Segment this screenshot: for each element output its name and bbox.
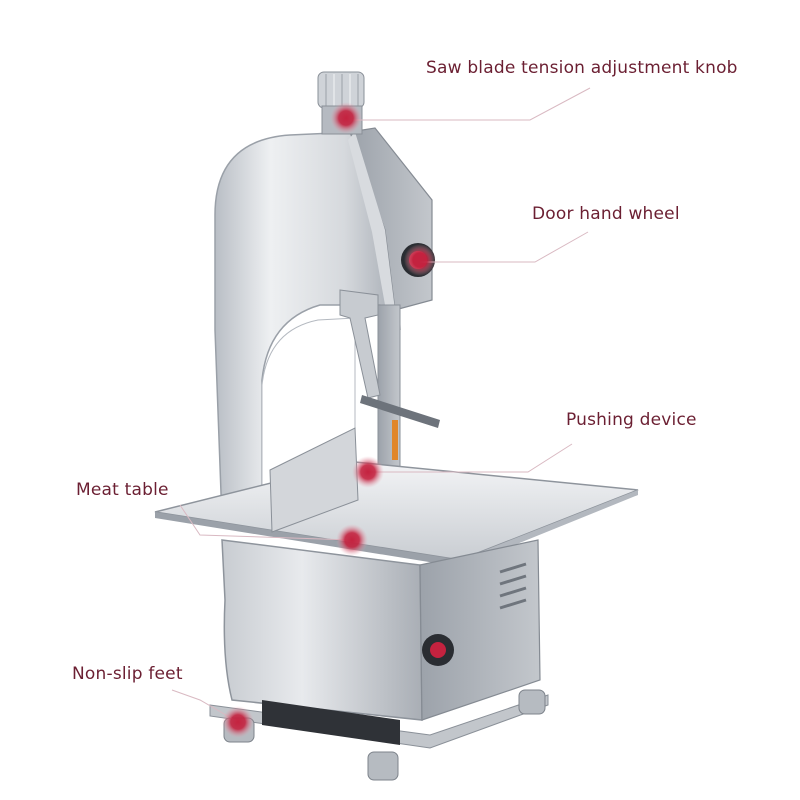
marker-meat-table [336,524,368,556]
marker-door-wheel [404,244,436,276]
base-frame [209,694,549,749]
lower-cabinet-front [221,539,423,721]
marker-non-slip-feet [222,706,254,738]
leader-lines [171,87,591,723]
non-slip-foot-front [367,751,399,781]
non-slip-foot-right [518,689,546,715]
label-non-slip-feet: Non-slip feet [72,664,183,684]
power-switch [422,634,454,666]
lower-cabinet-side [419,539,541,721]
blade-guide-bracket [339,289,381,399]
label-pushing-device: Pushing device [566,410,697,430]
pushing-plate [269,427,359,533]
marker-pushing-device [352,456,384,488]
label-tension-knob: Saw blade tension adjustment knob [426,58,738,78]
label-door-hand-wheel: Door hand wheel [532,204,680,224]
pushing-rod [360,395,440,428]
cabinet-vents [499,562,527,610]
marker-tension-knob [330,102,362,134]
label-meat-table: Meat table [76,480,169,500]
